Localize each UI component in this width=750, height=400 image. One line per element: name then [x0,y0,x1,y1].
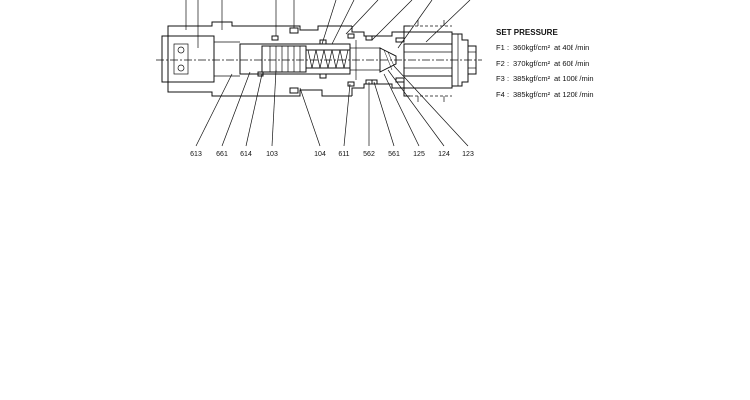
pressure-row-colon: : [507,59,509,68]
top-leader-lines [185,0,471,49]
pressure-row-label: F3 [496,74,505,83]
pressure-row-label: F2 [496,59,505,68]
pressure-row-flow: at 60ℓ /min [554,59,589,68]
pressure-row-value: 370kgf/cm² [513,59,551,68]
callout-613: 613 [190,151,202,158]
pressure-row-flow: at 40ℓ /min [554,43,589,52]
pressure-row-label: F4 [496,90,505,99]
set-pressure-title: SET PRESSURE [496,28,558,37]
callout-561: 561 [388,151,400,158]
valve-body [156,20,482,102]
callout-125: 125 [413,151,425,158]
pressure-row-value: 385kgf/cm² [513,90,551,99]
set-pressure-table: SET PRESSURE F1 : 360kgf/cm² at 40ℓ /min… [496,28,594,99]
bottom-leader-lines [195,65,469,147]
callout-103: 103 [266,151,278,158]
callout-562: 562 [363,151,375,158]
pressure-row-flow: at 100ℓ /min [554,74,594,83]
pressure-row-f1: F1 : 360kgf/cm² at 40ℓ /min [496,43,589,52]
pressure-row-flow: at 120ℓ /min [554,90,594,99]
pressure-row-colon: : [507,90,509,99]
pressure-row-colon: : [507,43,509,52]
pressure-row-value: 385kgf/cm² [513,74,551,83]
callout-614: 614 [240,151,252,158]
part-callouts: 613 661 614 103 104 611 562 561 125 124 … [190,151,474,158]
callout-124: 124 [438,151,450,158]
callout-123: 123 [462,151,474,158]
pressure-row-colon: : [507,74,509,83]
callout-104: 104 [314,151,326,158]
pressure-row-f3: F3 : 385kgf/cm² at 100ℓ /min [496,74,594,83]
pressure-row-f4: F4 : 385kgf/cm² at 120ℓ /min [496,90,594,99]
pressure-row-value: 360kgf/cm² [513,43,551,52]
pressure-row-f2: F2 : 370kgf/cm² at 60ℓ /min [496,59,589,68]
callout-661: 661 [216,151,228,158]
pressure-row-label: F1 [496,43,505,52]
callout-611: 611 [338,151,349,158]
